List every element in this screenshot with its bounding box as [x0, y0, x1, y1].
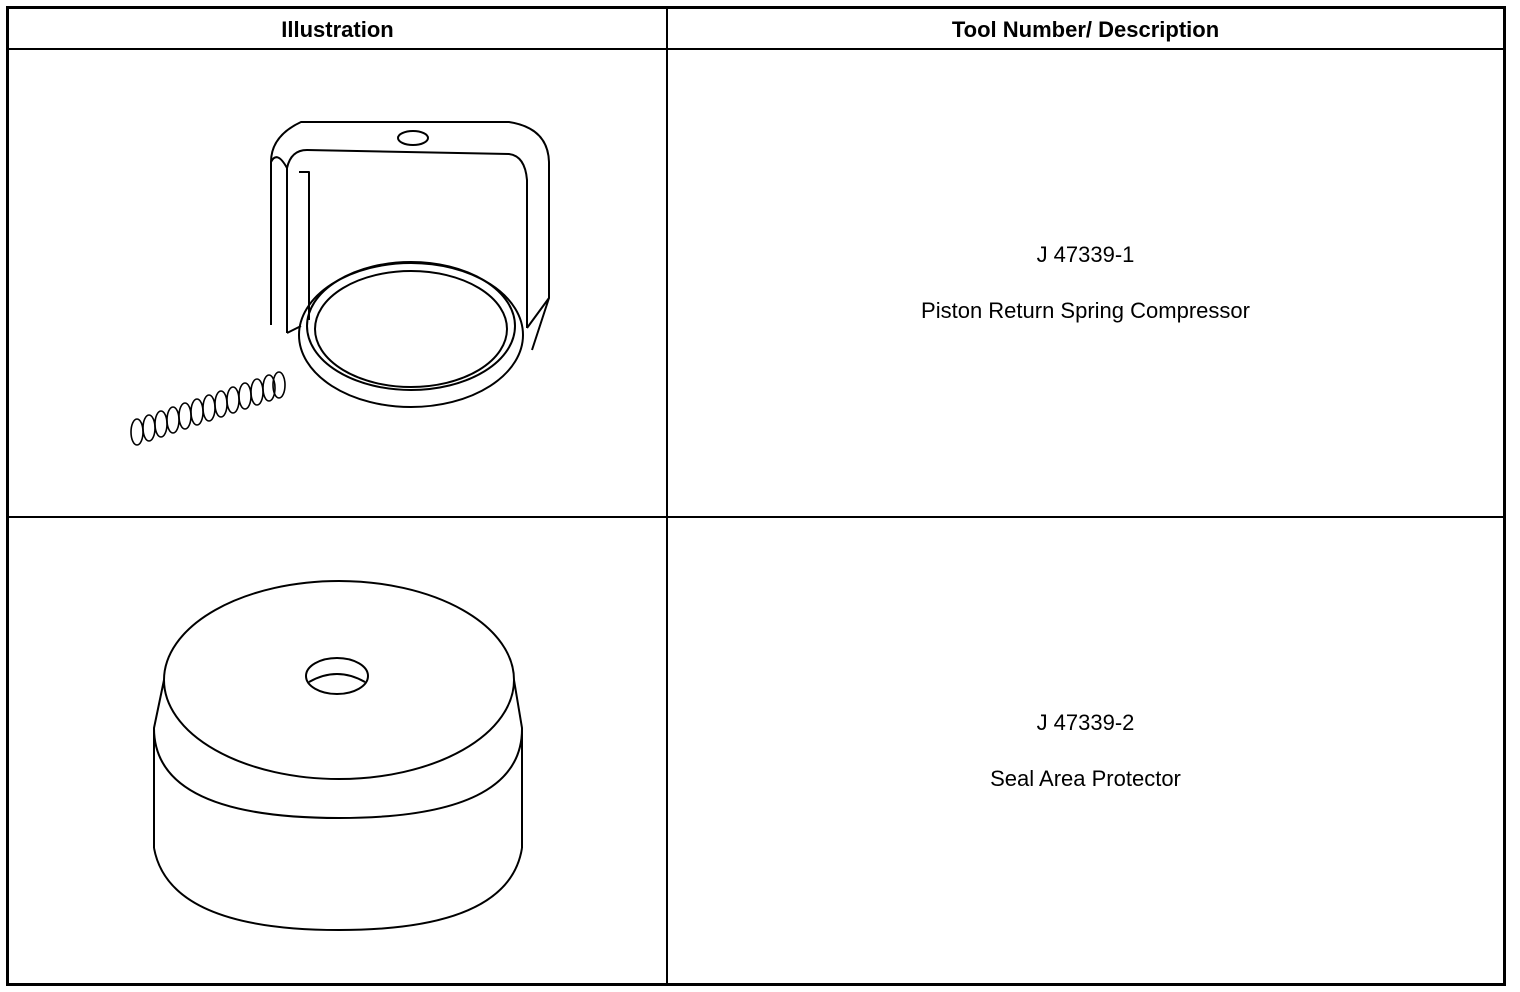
- table-row: J 47339-1 Piston Return Spring Compresso…: [9, 50, 1503, 518]
- header-illustration: Illustration: [281, 17, 394, 42]
- tool-number: J 47339-2: [1036, 709, 1135, 735]
- tool-description: Seal Area Protector: [990, 765, 1181, 791]
- seal-protector-illustration-icon: [153, 580, 524, 932]
- illustration-cell: [9, 518, 666, 983]
- illustration-cell: [9, 50, 666, 516]
- description-cell: J 47339-2 Seal Area Protector: [668, 518, 1503, 983]
- tool-table: Illustration Tool Number/ Description: [6, 6, 1506, 986]
- table-header-row: Illustration Tool Number/ Description: [9, 9, 1503, 50]
- table-row: J 47339-2 Seal Area Protector: [9, 518, 1503, 983]
- spring-compressor-illustration-icon: [130, 121, 550, 446]
- description-cell: J 47339-1 Piston Return Spring Compresso…: [668, 50, 1503, 516]
- header-tool-description: Tool Number/ Description: [951, 17, 1220, 42]
- tool-number: J 47339-1: [1036, 242, 1135, 267]
- tool-description: Piston Return Spring Compressor: [921, 298, 1250, 323]
- column-divider: [666, 9, 668, 983]
